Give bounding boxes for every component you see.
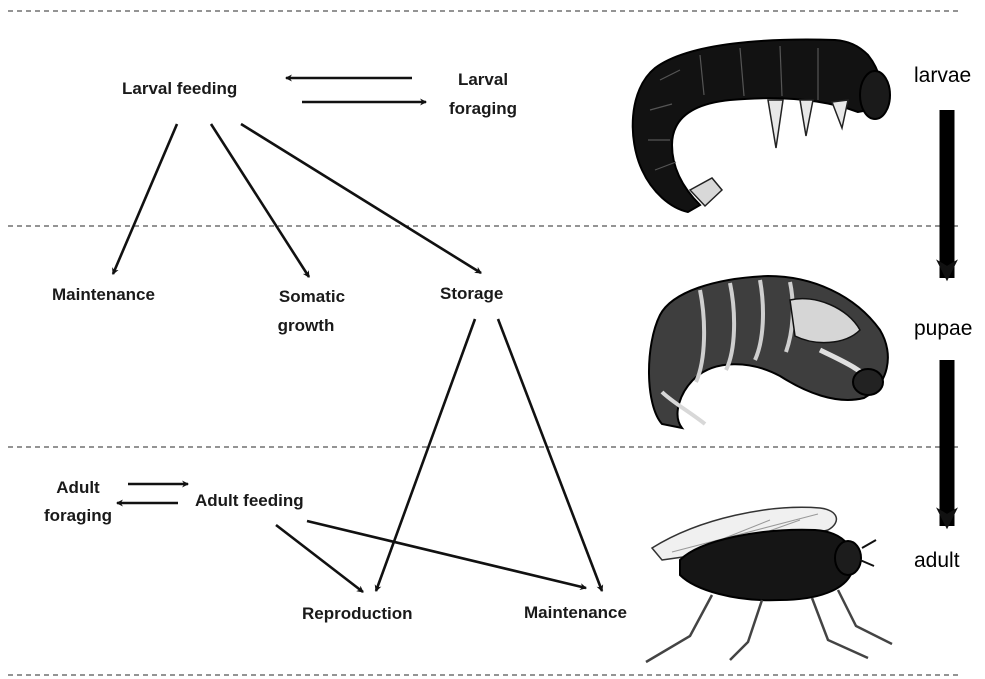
- label-maintenance-adult: Maintenance: [524, 603, 627, 622]
- label-adult-foraging-1: Adult: [56, 478, 100, 497]
- larva-illustration: [633, 40, 890, 212]
- label-larval-foraging-2: foraging: [449, 99, 517, 118]
- label-somatic-growth-1: Somatic: [279, 287, 345, 306]
- label-adult-foraging-2: foraging: [44, 506, 112, 525]
- arrow-adult-feeding-to-reproduction: [276, 525, 363, 592]
- pupa-illustration: [649, 276, 888, 428]
- label-larval-feeding: Larval feeding: [122, 79, 237, 98]
- label-storage: Storage: [440, 284, 503, 303]
- arrow-feeding-to-growth: [211, 124, 309, 277]
- stage-label-adult: adult: [914, 549, 960, 572]
- arrow-feeding-to-maintenance: [113, 124, 177, 274]
- label-somatic-growth-2: growth: [278, 316, 335, 335]
- stage-label-pupae: pupae: [914, 317, 972, 340]
- label-reproduction: Reproduction: [302, 604, 413, 623]
- label-adult-feeding: Adult feeding: [195, 491, 304, 510]
- arrow-feeding-to-storage: [241, 124, 481, 273]
- arrow-adult-feeding-to-maintenance: [307, 521, 586, 588]
- label-larval-foraging-1: Larval: [458, 70, 508, 89]
- arrow-storage-to-maintenance: [498, 319, 602, 591]
- adult-fly-illustration: [646, 507, 892, 662]
- label-maintenance-pupal: Maintenance: [52, 285, 155, 304]
- stage-label-larvae: larvae: [914, 64, 971, 87]
